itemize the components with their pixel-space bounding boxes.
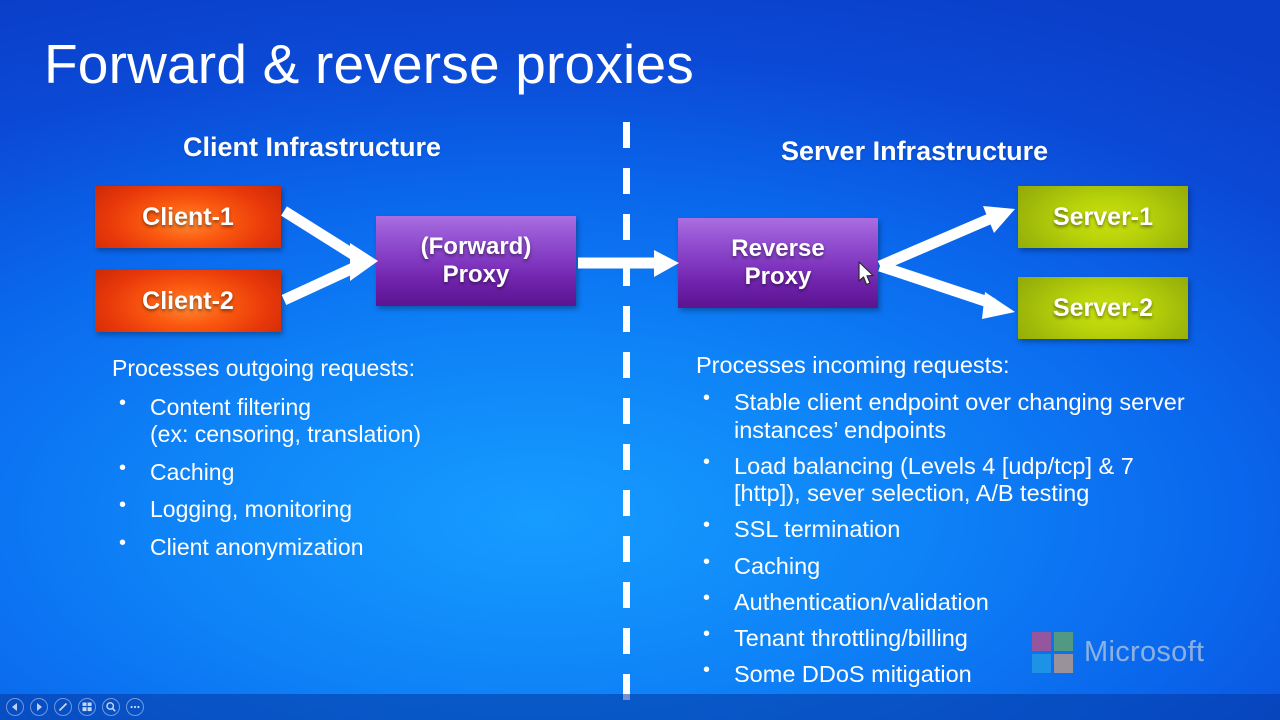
logo-square-yellow: [1054, 654, 1073, 673]
arrow-reverse-proxy-to-server2: [878, 260, 1015, 319]
node-server-1-label: Server-1: [1052, 202, 1154, 231]
forward-proxy-line-2: Proxy: [442, 261, 510, 288]
node-client-1-label: Client-1: [142, 202, 234, 231]
list-item: Client anonymization: [112, 532, 582, 561]
right-panel: Processes incoming requests: Stable clie…: [696, 351, 1196, 689]
node-client-1[interactable]: Client-1: [95, 186, 281, 248]
mouse-cursor: [858, 261, 874, 286]
left-panel-intro: Processes outgoing requests:: [112, 355, 416, 381]
arrow-client1-to-forward-proxy: [281, 206, 365, 265]
list-item: Load balancing (Levels 4 [udp/tcp] & 7 […: [696, 451, 1196, 508]
next-slide-icon[interactable]: [30, 698, 48, 716]
left-panel-bullet-list: Content filtering(ex: censoring, transla…: [112, 392, 582, 562]
logo-square-green: [1054, 632, 1073, 651]
list-item: Tenant throttling/billing: [696, 623, 1196, 652]
magnifier-icon[interactable]: [102, 698, 120, 716]
list-item: Authentication/validation: [696, 587, 1196, 616]
list-item: Content filtering(ex: censoring, transla…: [112, 392, 582, 448]
page-title: Forward & reverse proxies: [44, 33, 694, 95]
microsoft-wordmark: Microsoft: [1084, 636, 1205, 668]
node-server-2-label: Server-2: [1052, 293, 1154, 322]
microsoft-logo-squares: [1032, 632, 1073, 673]
microsoft-logo: Microsoft: [1032, 632, 1204, 673]
slideshow-toolbar[interactable]: [0, 694, 1280, 720]
list-item: Some DDoS mitigation: [696, 659, 1196, 688]
pen-icon[interactable]: [54, 698, 72, 716]
arrow-client2-to-forward-proxy: [281, 259, 365, 305]
section-heading-client: Client Infrastructure: [183, 132, 442, 162]
forward-proxy-line-1: (Forward): [420, 233, 532, 261]
node-client-2[interactable]: Client-2: [95, 270, 281, 332]
arrowhead-forward-proxy: [350, 243, 378, 281]
slide-grid-icon[interactable]: [78, 698, 96, 716]
node-reverse-proxy-label: Reverse Proxy: [731, 235, 824, 290]
previous-slide-icon[interactable]: [6, 698, 24, 716]
list-item: Caching: [112, 457, 582, 486]
node-forward-proxy[interactable]: (Forward) Proxy: [376, 216, 576, 306]
right-panel-intro: Processes incoming requests:: [696, 352, 1010, 378]
logo-square-red: [1032, 632, 1051, 651]
list-item: SSL termination: [696, 514, 1196, 543]
list-item: Stable client endpoint over changing ser…: [696, 387, 1196, 444]
more-options-icon[interactable]: [126, 698, 144, 716]
node-reverse-proxy[interactable]: Reverse Proxy: [678, 218, 878, 308]
left-panel: Processes outgoing requests: Content fil…: [112, 354, 582, 561]
right-panel-bullet-list: Stable client endpoint over changing ser…: [696, 387, 1196, 688]
node-server-2[interactable]: Server-2: [1018, 277, 1188, 339]
logo-square-blue: [1032, 654, 1051, 673]
arrow-reverse-proxy-to-server1: [877, 206, 1015, 272]
section-heading-server: Server Infrastructure: [781, 136, 1049, 166]
node-server-1[interactable]: Server-1: [1018, 186, 1188, 248]
reverse-proxy-line-2: Proxy: [744, 263, 812, 290]
node-forward-proxy-label: (Forward) Proxy: [421, 233, 532, 288]
dashed-boundary-line: [623, 122, 630, 702]
reverse-proxy-line-1: Reverse: [731, 235, 825, 263]
node-client-2-label: Client-2: [142, 286, 234, 315]
list-item: Caching: [696, 551, 1196, 580]
list-item: Logging, monitoring: [112, 494, 582, 523]
